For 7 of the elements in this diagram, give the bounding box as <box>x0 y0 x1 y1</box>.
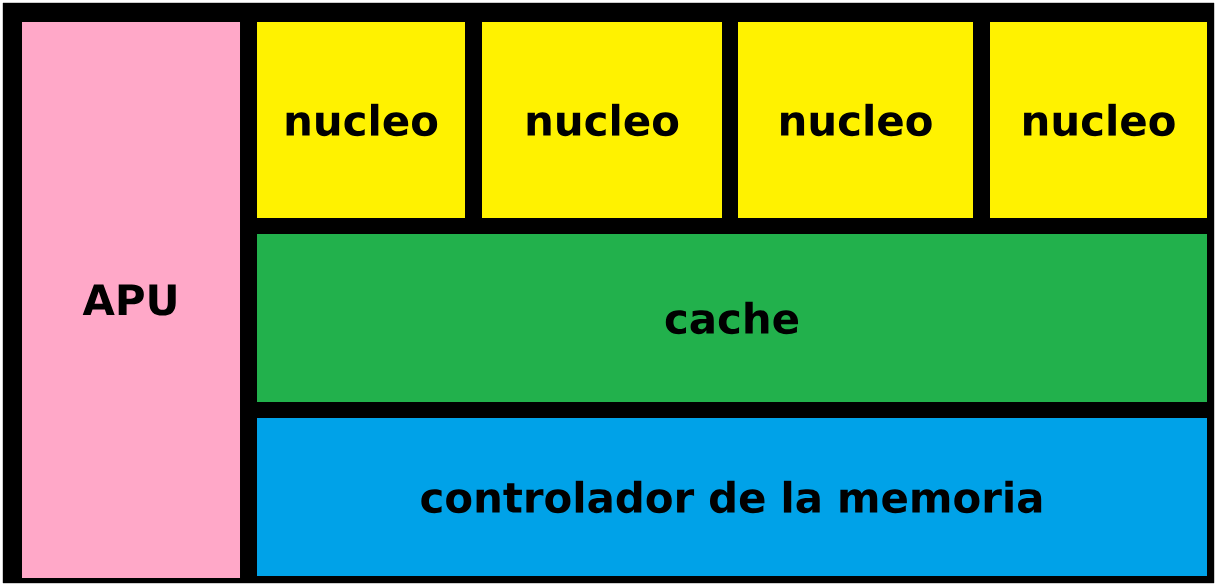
cache-block: cache <box>257 234 1207 402</box>
core-block: nucleo <box>990 22 1207 218</box>
apu-block: APU <box>22 22 240 578</box>
core-block: nucleo <box>257 22 465 218</box>
memory-controller-block: controlador de la memoria <box>257 418 1207 576</box>
core-block: nucleo <box>738 22 973 218</box>
core-block: nucleo <box>482 22 722 218</box>
